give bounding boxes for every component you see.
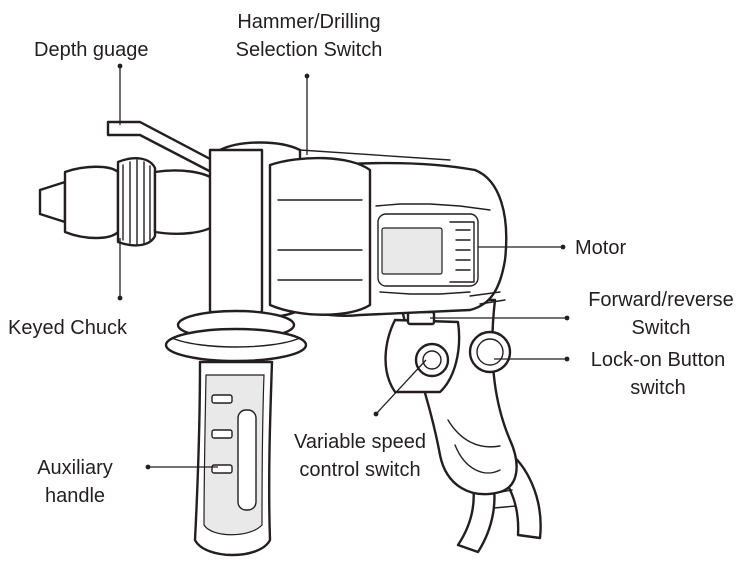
variable-speed-label-line2: control switch (299, 459, 421, 481)
auxiliary-handle-label-line1: Auxiliary (37, 457, 113, 479)
auxiliary-handle-label-line2: handle (44, 485, 106, 507)
callout-leaders (117, 63, 570, 470)
variable-speed-dot (373, 411, 379, 417)
keyed-chuck-dot (117, 295, 123, 301)
auxiliary-handle-illustration (164, 148, 308, 557)
depth-gauge-label: Depth guage (34, 39, 149, 61)
hammer-switch-label-line2: Selection Switch (235, 39, 383, 61)
lock-on-label-line2: switch (630, 377, 686, 399)
forward-reverse-label-line2: Switch (631, 317, 691, 339)
depth-gauge-dot (117, 63, 123, 69)
forward-reverse-label-line1: Forward/reverse (588, 289, 734, 311)
keyed-chuck-label: Keyed Chuck (8, 317, 127, 339)
auxiliary-handle-dot (145, 464, 151, 470)
trigger-assembly (384, 310, 512, 394)
lock-on-label-line1: Lock-on Button (590, 349, 726, 371)
forward-reverse-dot (564, 315, 570, 321)
drill-illustration (38, 120, 542, 557)
keyed-chuck (38, 156, 217, 247)
lock-on-dot (564, 356, 570, 362)
variable-speed-leader (375, 359, 427, 415)
variable-speed-label-line1: Variable speed (294, 431, 426, 453)
motor-label: Motor (575, 237, 627, 259)
hammer-switch-label-line1: Hammer/Drilling (237, 11, 381, 33)
hammer-switch-dot (304, 73, 310, 79)
motor-dot (560, 244, 566, 250)
